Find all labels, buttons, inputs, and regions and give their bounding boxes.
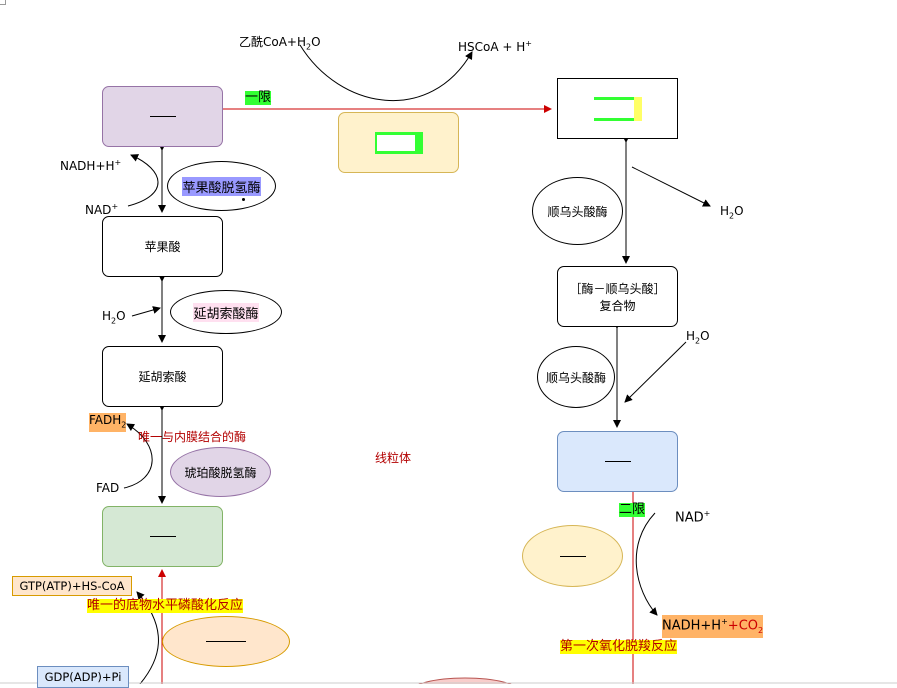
malate-label: 苹果酸 [144,240,181,254]
nadh-co2-label: NADH+H++CO2 [662,615,764,638]
aconitase-label-1: 顺乌头酸酶 [547,204,608,219]
blank-answer [559,555,586,557]
blank-answer-green [374,131,423,154]
rate-limit-1-label: 一限 [245,90,272,105]
h2o-right-2-label: H2O [686,329,710,346]
arrow-h2o-out [631,166,711,207]
fumarate-box[interactable]: 延胡索酸 [102,346,223,407]
membrane-enzyme-note: 唯一与内膜结合的酶 [138,430,247,444]
malate-dehydrogenase-ellipse[interactable]: 苹果酸脱氢酶 [167,161,276,211]
citrate-synthase-box[interactable] [338,112,459,173]
succinyl-coa-synthetase-ellipse[interactable] [162,616,290,667]
hscoa-label: HSCoA + H+ [458,39,532,54]
nad-left-label: NAD+ [85,202,119,217]
nad-right-label: NAD+ [675,509,711,526]
malate-dh-label: 苹果酸脱氢酶 [182,176,261,196]
gtp-label: GTP(ATP)+HS-CoA [19,579,125,593]
aconitase-ellipse-2[interactable]: 顺乌头酸酶 [537,346,615,408]
blank-answer [206,641,246,642]
complex-label: ［酶－顺乌头酸］复合物 [569,281,666,313]
succinate-dehydrogenase-ellipse[interactable]: 琥珀酸脱氢酶 [170,447,271,497]
blank-answer [149,116,176,117]
malate-box[interactable]: 苹果酸 [102,216,223,277]
citrate-box[interactable] [557,78,678,139]
gdp-label: GDP(ADP)+Pi [44,670,122,684]
corner-mark [0,0,6,5]
fumarase-label: 延胡索酸酶 [193,302,259,322]
h2o-right-1-label: H2O [720,204,744,221]
aconitase-label-2: 顺乌头酸酶 [545,370,606,385]
arrow-acetyl-coa-curve [299,44,473,101]
isocitrate-dehydrogenase-ellipse[interactable] [522,525,623,587]
fadh2-label: FADH2 [89,413,127,433]
succinate-box[interactable] [102,506,223,567]
dot-mark [242,198,245,201]
blank-answer [149,536,176,537]
arrow-h2o-left [131,306,161,317]
mitochondria-label: 线粒体 [375,451,412,465]
fumarate-label: 延胡索酸 [138,370,187,384]
arrow-h2o-in [624,341,687,403]
arrow-nad-right-curve [635,512,658,616]
arrow-nad-curve [127,154,159,207]
first-oxidative-decarboxylation-note: 第一次氧化脱羧反应 [560,639,678,654]
oxaloacetate-box[interactable] [102,86,223,147]
nadh-left-label: NADH+H+ [60,158,122,173]
blank-answer-green [593,96,642,121]
substrate-phosphorylation-note: 唯一的底物水平磷酸化反应 [87,598,244,613]
succinate-dh-label: 琥珀酸脱氢酶 [184,465,257,480]
arrow-fad-curve [123,423,153,489]
fumarase-ellipse[interactable]: 延胡索酸酶 [170,290,282,334]
fad-label: FAD [96,481,120,495]
gtp-box[interactable]: GTP(ATP)+HS-CoA [12,576,132,596]
gdp-box[interactable]: GDP(ADP)+Pi [37,666,129,688]
aconitase-ellipse-1[interactable]: 顺乌头酸酶 [532,177,623,245]
acetyl-coa-h2o-label: 乙酰CoA+H2O [239,35,321,52]
enzyme-aconitate-complex-box[interactable]: ［酶－顺乌头酸］复合物 [557,266,678,327]
h2o-left-label: H2O [102,309,126,326]
blank-answer [604,461,631,462]
isocitrate-box[interactable] [557,431,678,492]
rate-limit-2-label: 二限 [619,502,646,517]
